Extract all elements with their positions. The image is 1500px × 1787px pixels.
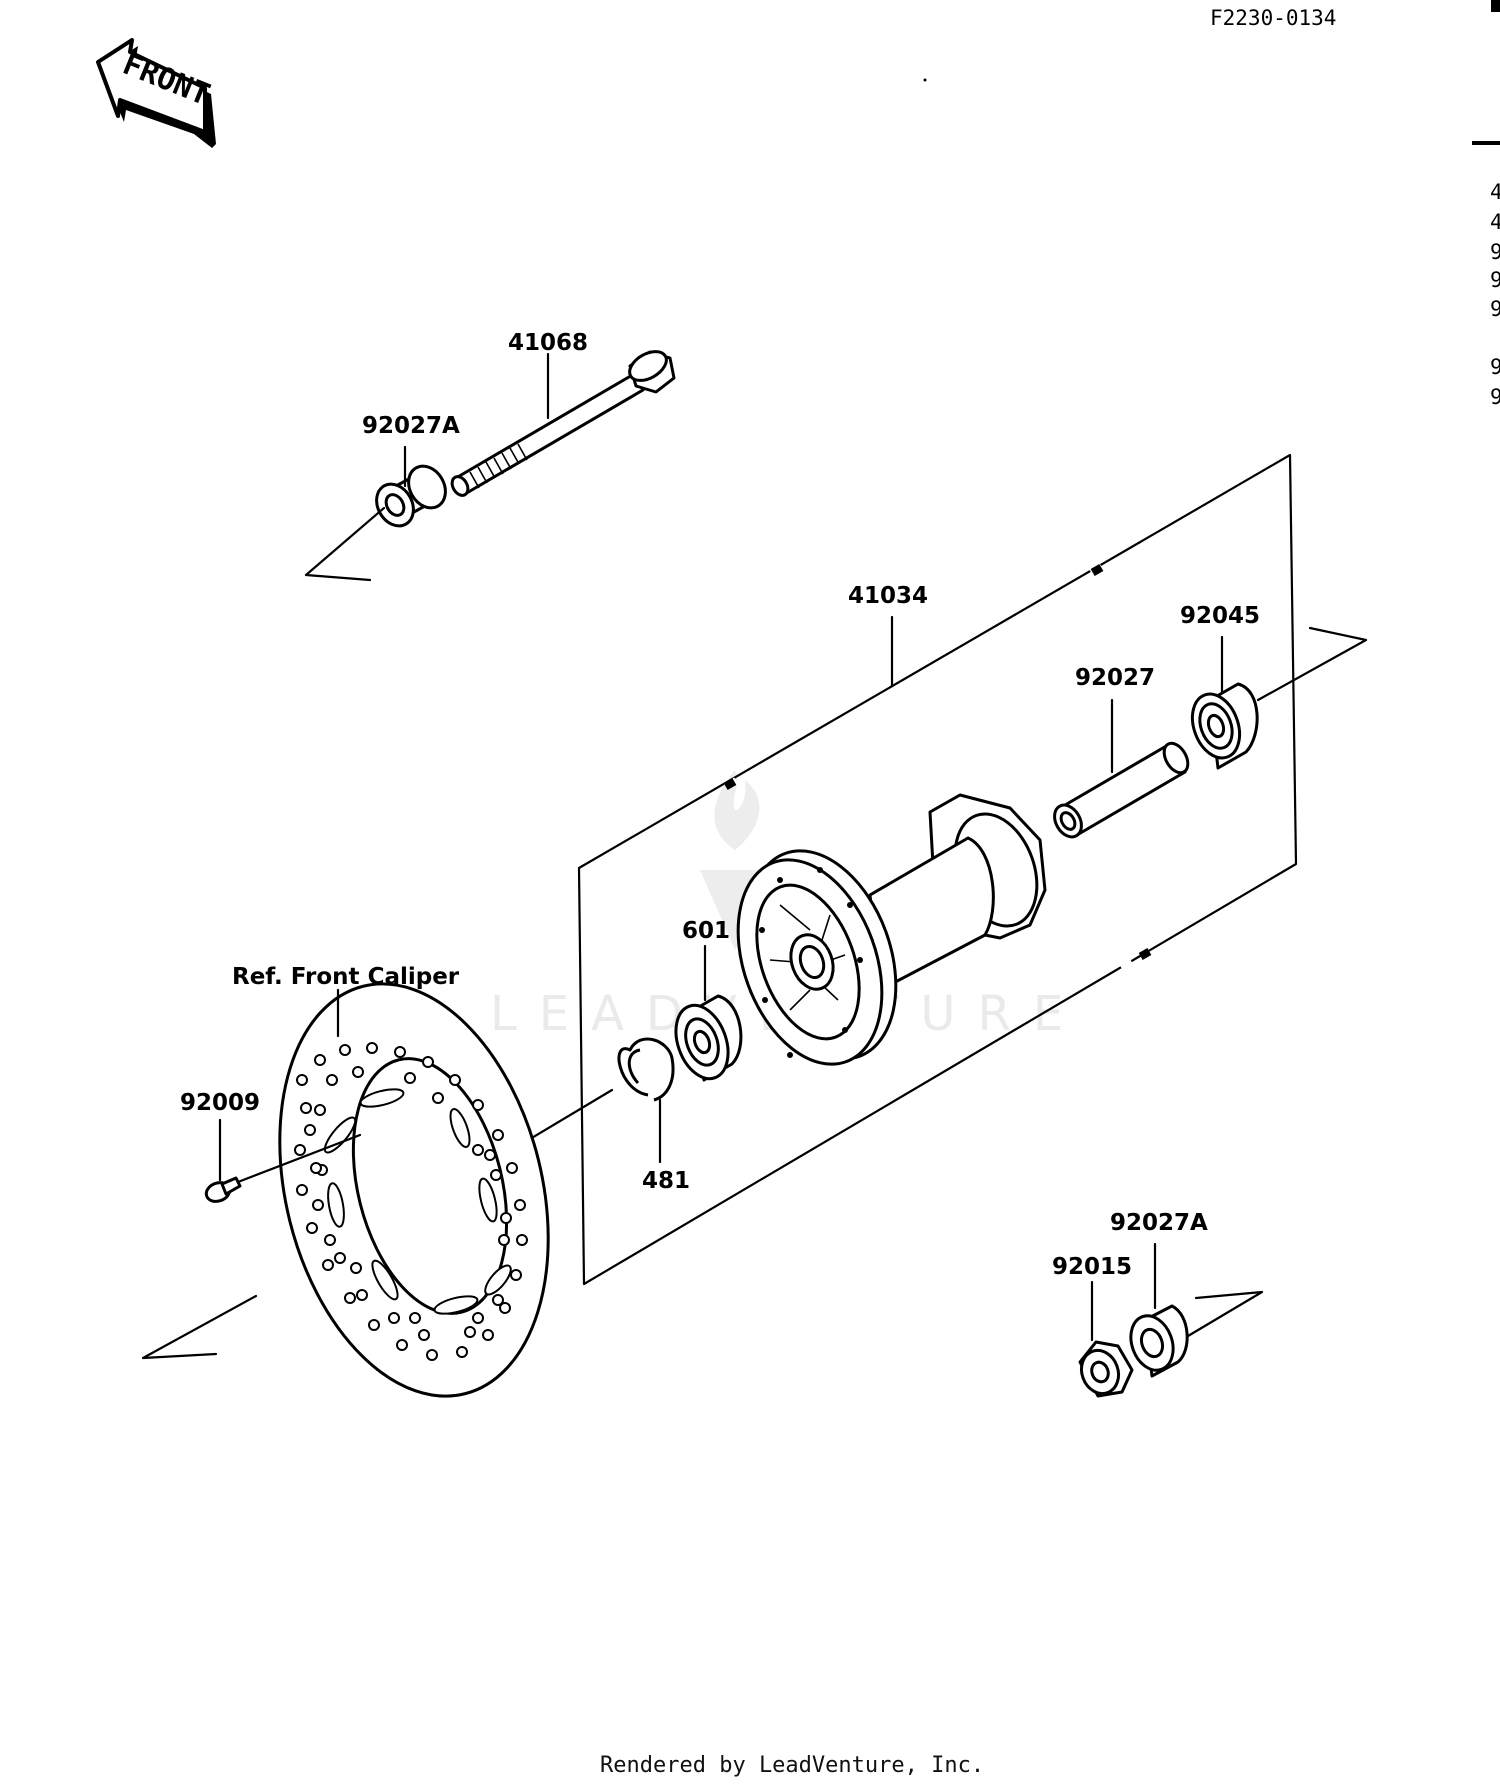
bearing-left	[674, 994, 743, 1082]
brake-disc	[278, 982, 550, 1398]
centerline-top-left	[304, 506, 386, 582]
footer-credit: Rendered by LeadVenture, Inc.	[600, 1753, 984, 1778]
right-edge-marks: 4 4 9 9 9 9 9	[1472, 0, 1500, 409]
svg-text:9: 9	[1490, 385, 1500, 409]
front-direction-arrow: FRONT	[96, 38, 216, 148]
label-bearing-left: 601	[682, 918, 730, 944]
figure-code: F2230-0134	[1210, 6, 1336, 30]
axle-nut	[1078, 1340, 1134, 1398]
bearing-right	[1190, 682, 1259, 770]
svg-text:9: 9	[1490, 355, 1500, 379]
axle-bolt	[450, 350, 676, 497]
label-disc-bolt: 92009	[180, 1090, 260, 1116]
label-axle: 41068	[508, 330, 588, 356]
spacer-tube	[1053, 741, 1190, 839]
ref-front-caliper: Ref. Front Caliper	[232, 964, 460, 990]
circlip	[617, 1037, 675, 1102]
label-bearing-right: 92045	[1180, 603, 1260, 629]
frame-dashes	[723, 562, 1152, 971]
label-hub: 41034	[848, 583, 928, 609]
collar-top	[375, 464, 447, 528]
centerline-right	[1256, 626, 1368, 702]
label-axle-nut: 92015	[1052, 1254, 1132, 1280]
disc-bolt	[204, 1176, 242, 1203]
svg-text:9: 9	[1490, 268, 1500, 292]
centerline-bottom-left	[141, 1294, 258, 1360]
label-spacer: 92027	[1075, 665, 1155, 691]
hub-assembly-frame	[577, 453, 1298, 1286]
label-circlip: 481	[642, 1168, 690, 1194]
label-collar-bottom: 92027A	[1110, 1210, 1208, 1236]
svg-text:4: 4	[1490, 210, 1500, 234]
centerline-bottom-right	[1186, 1290, 1264, 1338]
svg-text:4: 4	[1490, 180, 1500, 204]
label-collar-top: 92027A	[362, 413, 460, 439]
svg-text:9: 9	[1490, 297, 1500, 321]
wheel-hub	[736, 793, 1047, 1066]
svg-text:9: 9	[1490, 240, 1500, 264]
collar-bottom	[1129, 1304, 1189, 1378]
